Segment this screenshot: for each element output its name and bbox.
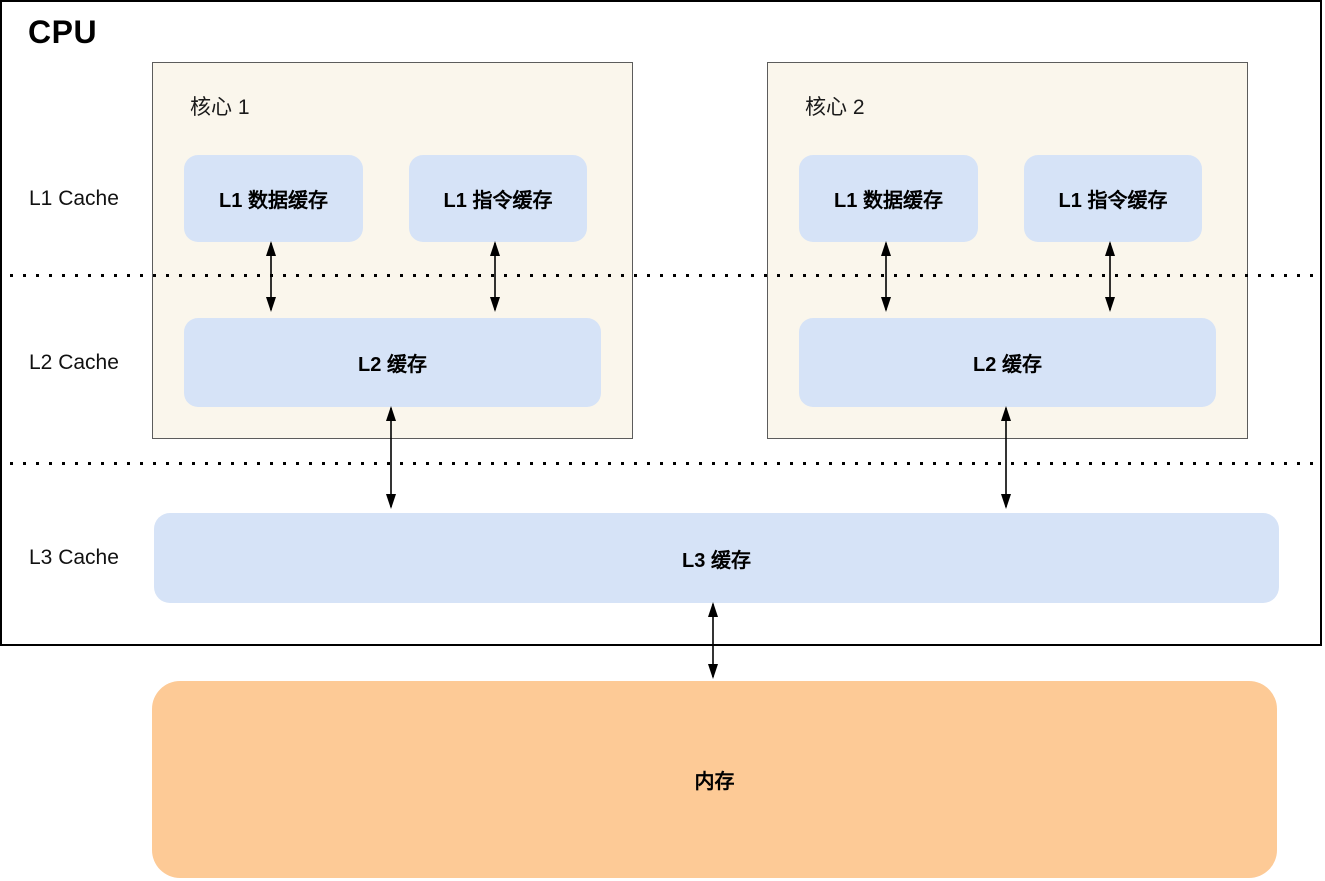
core-2-title: 核心 2 — [805, 96, 865, 119]
core-1-box: 核心 1 L1 数据缓存 L1 指令缓存 L2 缓存 — [152, 62, 633, 439]
level-label-l3: L3 Cache — [29, 546, 119, 569]
core-1-l1-instruction-cache: L1 指令缓存 — [409, 155, 587, 242]
core-1-l1-data-cache: L1 数据缓存 — [184, 155, 363, 242]
l3-cache-box: L3 缓存 — [154, 513, 1279, 603]
cpu-title: CPU — [28, 14, 98, 50]
core-2-l1-data-cache: L1 数据缓存 — [799, 155, 978, 242]
core-2-l2-cache: L2 缓存 — [799, 318, 1216, 407]
core-2-l1-instruction-cache: L1 指令缓存 — [1024, 155, 1202, 242]
dotted-separator-l1-l2 — [10, 274, 1316, 277]
cpu-container: CPU L1 Cache L2 Cache L3 Cache 核心 1 L1 数… — [0, 0, 1322, 646]
level-label-l1: L1 Cache — [29, 187, 119, 210]
memory-box: 内存 — [152, 681, 1277, 878]
dotted-separator-l2-l3 — [10, 462, 1316, 465]
level-label-l2: L2 Cache — [29, 351, 119, 374]
core-1-l2-cache: L2 缓存 — [184, 318, 601, 407]
core-2-box: 核心 2 L1 数据缓存 L1 指令缓存 L2 缓存 — [767, 62, 1248, 439]
core-1-title: 核心 1 — [190, 96, 250, 119]
